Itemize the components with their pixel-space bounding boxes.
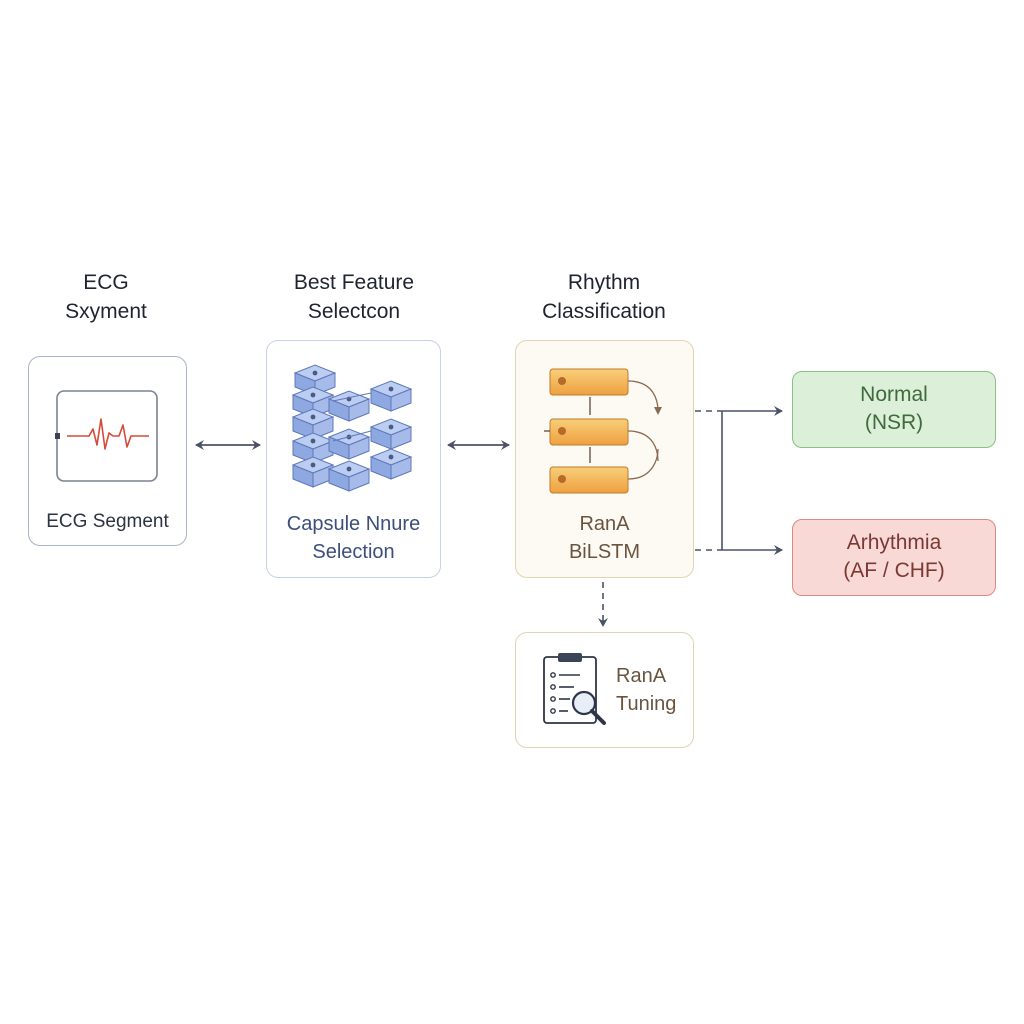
feature-stage-heading: Best Feature Selectcon xyxy=(266,268,442,326)
ecg-segment-box: ECG Segment xyxy=(28,356,187,546)
arrhythmia-label-line-2: (AF / CHF) xyxy=(843,559,945,582)
arrhythmia-output-box: Arhythmia (AF / CHF) xyxy=(792,519,996,596)
normal-label-line-1: Normal xyxy=(860,383,928,406)
rhythm-heading-line-2: Classification xyxy=(542,300,666,323)
arrhythmia-label-line-1: Arhythmia xyxy=(846,531,942,554)
rhythm-classification-box: RanA BiLSTM xyxy=(515,340,694,578)
tuning-label: RanA Tuning xyxy=(616,662,680,718)
rhythm-label-line-2: BiLSTM xyxy=(568,541,641,563)
normal-output-label: Normal (NSR) xyxy=(793,381,995,437)
ecg-waveform-icon xyxy=(55,390,158,482)
ecg-heading-line-2: Sxyment xyxy=(65,300,147,323)
tuning-label-line-2: Tuning xyxy=(616,693,677,715)
arrhythmia-output-label: Arhythmia (AF / CHF) xyxy=(793,529,995,585)
ecg-heading-line-1: ECG xyxy=(83,271,129,294)
normal-label-line-2: (NSR) xyxy=(864,411,924,434)
ecg-stage-heading: ECG Sxyment xyxy=(28,268,184,326)
rhythm-heading-line-1: Rhythm xyxy=(567,271,641,294)
tuning-label-line-1: RanA xyxy=(616,665,667,687)
ecg-segment-label: ECG Segment xyxy=(46,511,169,532)
feature-label-line-1: Capsule Nnure xyxy=(286,513,421,535)
feature-selection-box: Capsule Nnure Selection xyxy=(266,340,441,578)
normal-output-box: Normal (NSR) xyxy=(792,371,996,448)
bilstm-blocks-icon xyxy=(544,368,662,494)
rhythm-label-line-1: RanA xyxy=(579,513,630,535)
feature-heading-line-2: Selectcon xyxy=(307,300,401,323)
clipboard-search-icon xyxy=(543,653,606,725)
feature-heading-line-1: Best Feature xyxy=(293,271,415,294)
feature-label-line-2: Selection xyxy=(312,541,395,563)
rhythm-model-label: RanA BiLSTM xyxy=(516,510,693,566)
rhythm-stage-heading: Rhythm Classification xyxy=(508,268,700,326)
capsule-cubes-icon xyxy=(292,364,412,492)
feature-selection-label: Capsule Nnure Selection xyxy=(267,510,440,566)
tuning-box: RanA Tuning xyxy=(515,632,694,748)
